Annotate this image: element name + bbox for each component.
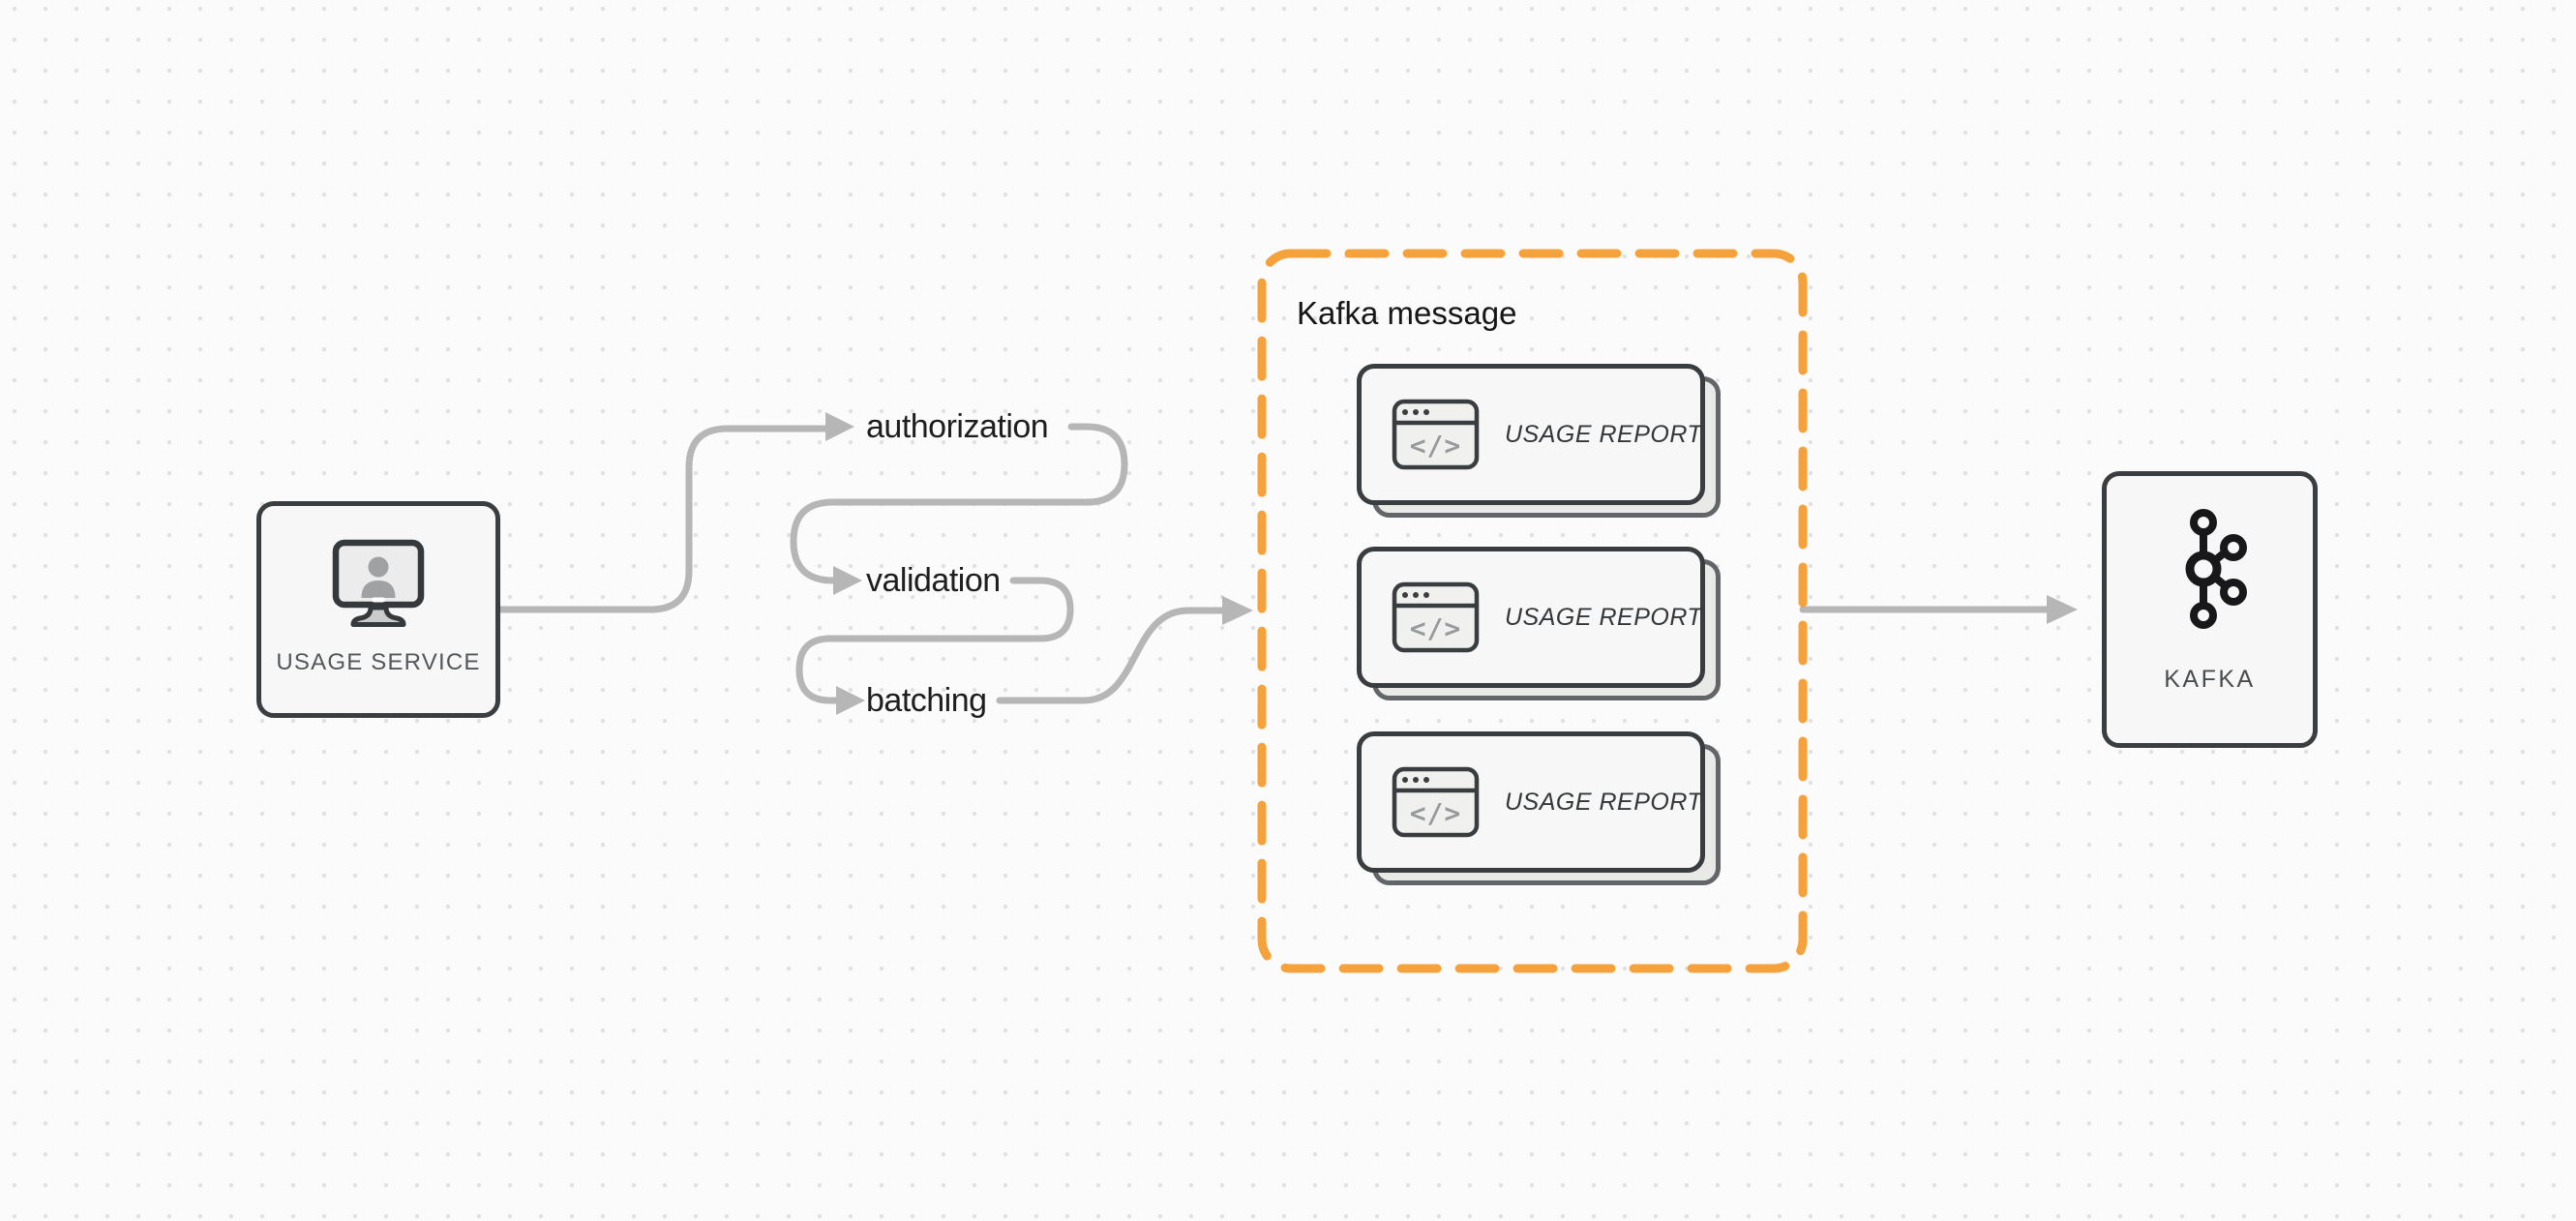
connector-validation-to-batching: [795, 577, 1074, 704]
code-glyph: </>: [1410, 430, 1462, 462]
usage-report-label: USAGE REPORT: [1505, 603, 1703, 631]
code-window-icon: </>: [1392, 766, 1480, 838]
usage-service-label: USAGE SERVICE: [276, 649, 481, 675]
code-glyph: </>: [1410, 612, 1462, 644]
connector-service-to-authorization: [496, 425, 829, 613]
arrowhead-authorization: [825, 412, 854, 441]
kafka-logo-icon: [2185, 509, 2247, 629]
kafka-node: KAFKA: [2102, 471, 2318, 748]
arrowhead-validation: [833, 566, 862, 595]
usage-report-label: USAGE REPORT: [1505, 420, 1703, 448]
kafka-message-group-border: [1257, 249, 1808, 973]
usage-report-card-front: </> USAGE REPORT: [1357, 731, 1705, 873]
connector-batching-to-kafka-message: [996, 607, 1226, 704]
usage-report-card: </> USAGE REPORT: [1357, 364, 1721, 518]
code-glyph: </>: [1410, 797, 1462, 829]
usage-service-node: USAGE SERVICE: [256, 501, 500, 718]
arrowhead-batching: [836, 686, 865, 715]
usage-report-card-front: </> USAGE REPORT: [1357, 364, 1705, 505]
arrowhead-kafka: [2047, 595, 2078, 624]
usage-report-card-front: </> USAGE REPORT: [1357, 547, 1705, 688]
code-window-icon: </>: [1392, 399, 1480, 470]
monitor-user-icon: [332, 539, 425, 627]
connector-authorization-to-validation: [790, 423, 1128, 584]
usage-report-label: USAGE REPORT: [1505, 788, 1703, 816]
kafka-message-group-label: Kafka message: [1297, 295, 1517, 331]
code-window-icon: </>: [1392, 581, 1480, 653]
step-label-validation: validation: [866, 562, 1001, 599]
usage-report-card: </> USAGE REPORT: [1357, 547, 1721, 700]
step-label-authorization: authorization: [866, 408, 1049, 445]
kafka-label: KAFKA: [2164, 666, 2256, 693]
usage-report-card: </> USAGE REPORT: [1357, 731, 1721, 885]
arrowhead-kafka-message: [1222, 596, 1253, 625]
step-label-batching: batching: [866, 682, 987, 719]
